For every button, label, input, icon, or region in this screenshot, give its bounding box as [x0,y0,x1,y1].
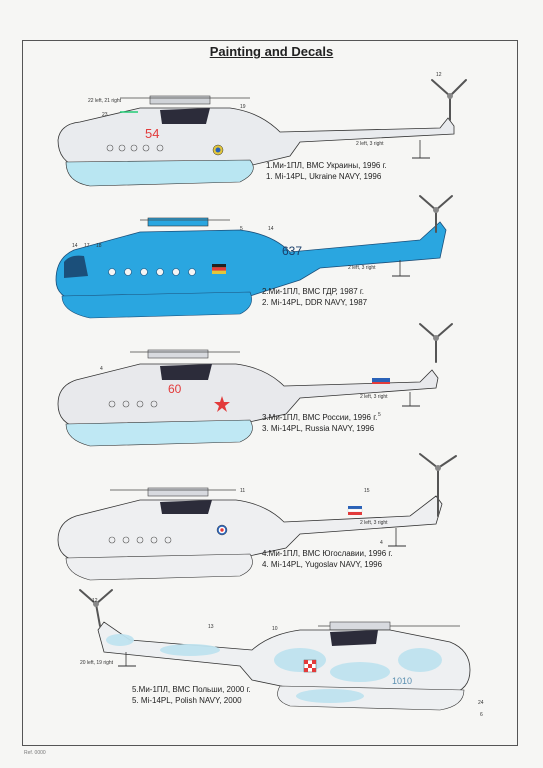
caption-ru: 5.Ми-1ПЛ, ВМС Польши, 2000 г. [132,685,251,694]
helicopter-russia [57,323,453,447]
caption-en: 4. Mi-14PL, Yugoslav NAVY, 1996 [262,560,383,569]
callout: 5 [240,226,243,232]
callout: 2 left, 3 right [356,141,384,147]
caption-ukraine: 1.Ми-1ПЛ, ВМС Украины, 1996 г. 1. Mi-14P… [266,160,387,182]
callout: 2 left, 3 right [360,520,388,526]
caption-yugoslavia: 4.Ми-1ПЛ, ВМС Югославии, 1996 г. 4. Mi-1… [262,548,393,570]
tail-number-ukraine: 54 [145,126,160,141]
caption-en: 3. Mi-14PL, Russia NAVY, 1996 [262,424,375,433]
caption-ru: 2.Ми-1ПЛ, ВМС ГДР, 1987 г. [262,287,365,296]
helicopter-ukraine [57,79,467,187]
callout: 4 [380,540,383,546]
footer-code: Ref. 0000 [24,750,46,756]
helicopter-ddr [55,195,453,319]
callout: 13 [208,624,214,630]
callout: 5 [378,412,381,418]
callout: 12 [436,72,442,78]
page-title: Painting and Decals [209,44,334,59]
callout: 6 [480,712,483,718]
callout: 4 [100,366,103,372]
callout: 19 [240,104,246,110]
callout: 12 [92,598,98,604]
callout: 11 [240,488,246,494]
callout: 15 [364,488,370,494]
caption-en: 5. Mi-14PL, Polish NAVY, 2000 [132,696,242,705]
helicopter-yugoslavia [57,453,457,581]
callout: 18 [96,243,102,249]
caption-ru: 3.Ми-1ПЛ, ВМС России, 1996 г. [262,413,378,422]
caption-ru: 1.Ми-1ПЛ, ВМС Украины, 1996 г. [266,161,387,170]
caption-russia: 3.Ми-1ПЛ, ВМС России, 1996 г. 3. Mi-14PL… [262,412,377,434]
helicopter-poland [79,589,471,711]
callout: 20 left, 19 right [80,660,114,666]
tail-number-ddr: 637 [282,244,303,258]
page-border [22,40,518,746]
callout: 2 left, 3 right [360,394,388,400]
callout: 14 [72,243,78,249]
callout: 10 [272,626,278,632]
caption-en: 1. Mi-14PL, Ukraine NAVY, 1996 [266,172,382,181]
callout: 23 [102,112,108,118]
callout: 14 [268,226,274,232]
caption-ddr: 2.Ми-1ПЛ, ВМС ГДР, 1987 г. 2. Mi-14PL, D… [262,286,367,308]
callout: 17 [84,243,90,249]
tail-number-poland: 1010 [392,676,413,686]
caption-poland: 5.Ми-1ПЛ, ВМС Польши, 2000 г. 5. Mi-14PL… [132,684,251,706]
callout: 2 left, 3 right [348,265,376,271]
tail-number-russia: 60 [168,382,182,396]
caption-en: 2. Mi-14PL, DDR NAVY, 1987 [262,298,368,307]
caption-ru: 4.Ми-1ПЛ, ВМС Югославии, 1996 г. [262,549,393,558]
callout: 22 left, 21 right [88,98,122,104]
callout: 24 [478,700,484,706]
